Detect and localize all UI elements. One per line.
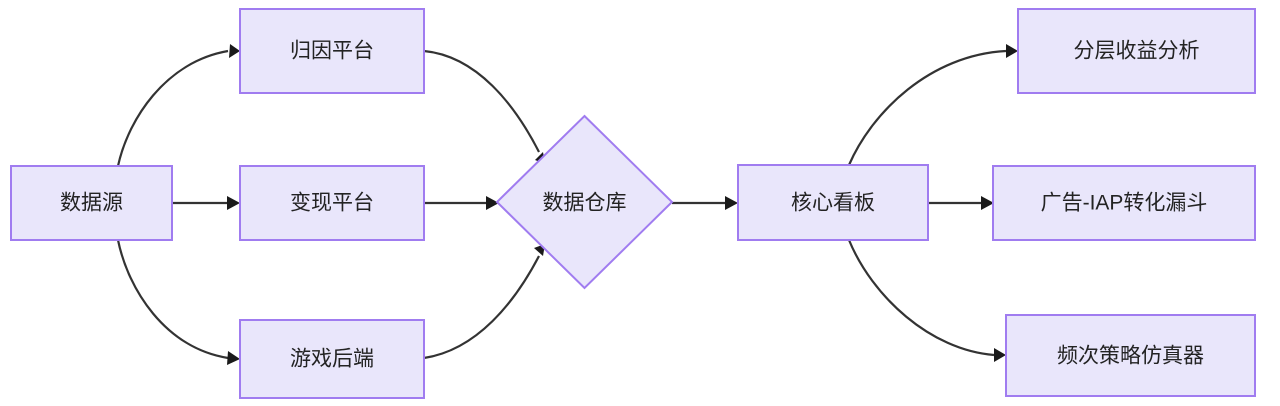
edge-path (423, 49, 540, 153)
node-monetize[interactable]: 变现平台 (239, 165, 425, 241)
edge-arrowhead (1006, 44, 1018, 58)
edge-source-to-attribution (116, 44, 240, 167)
node-label: 游戏后端 (290, 348, 374, 371)
edge-source-to-monetize (172, 196, 240, 210)
edge-dashboard-to-funnel (928, 196, 994, 210)
edge-path (116, 239, 229, 360)
node-shape-rect[interactable] (992, 165, 1256, 241)
node-label: 数据仓库 (543, 192, 627, 215)
node-funnel[interactable]: 广告-IAP转化漏斗 (992, 165, 1256, 241)
node-shape-diamond[interactable] (495, 114, 674, 290)
node-label: 数据源 (60, 192, 123, 215)
edge-dashboard-to-simulator (847, 239, 1006, 362)
node-attribution[interactable]: 归因平台 (239, 8, 425, 94)
node-shape-rect[interactable] (1005, 314, 1256, 397)
edge-arrowhead (994, 348, 1006, 362)
node-dashboard[interactable]: 核心看板 (737, 164, 929, 241)
node-label: 归因平台 (290, 40, 374, 63)
edge-arrowhead (227, 196, 240, 210)
edge-path (847, 239, 995, 357)
node-label: 分层收益分析 (1074, 40, 1200, 63)
edge-attribution-to-warehouse (423, 49, 545, 164)
edge-arrowhead (229, 44, 240, 58)
edge-arrowhead (227, 351, 240, 365)
node-backend[interactable]: 游戏后端 (239, 319, 425, 399)
edge-backend-to-warehouse (423, 244, 545, 360)
node-layer: 数据源 归因平台 变现平台 游戏后端 数据仓库 核心看板 (10, 8, 1256, 399)
node-label: 变现平台 (290, 192, 374, 215)
edge-warehouse-to-dashboard (672, 196, 738, 210)
edge-layer (116, 44, 1018, 365)
edge-path (423, 255, 540, 360)
node-label: 频次策略仿真器 (1057, 345, 1204, 368)
node-shape-rect[interactable] (1017, 8, 1256, 94)
node-shape-rect[interactable] (10, 165, 173, 241)
node-simulator[interactable]: 频次策略仿真器 (1005, 314, 1256, 397)
node-shape-rect[interactable] (239, 165, 425, 241)
edge-arrowhead (981, 196, 994, 210)
edge-path (116, 49, 229, 167)
node-source[interactable]: 数据源 (10, 165, 173, 241)
node-label: 核心看板 (791, 192, 875, 215)
node-warehouse[interactable]: 数据仓库 (495, 114, 674, 290)
node-label: 广告-IAP转化漏斗 (1041, 192, 1208, 215)
edge-path (847, 49, 1007, 166)
node-shape-rect[interactable] (737, 164, 929, 241)
node-shape-rect[interactable] (239, 8, 425, 94)
edge-arrowhead (725, 196, 738, 210)
edge-source-to-backend (116, 239, 240, 365)
edge-monetize-to-warehouse (424, 196, 499, 210)
edge-dashboard-to-tiered (847, 44, 1018, 166)
node-tiered[interactable]: 分层收益分析 (1017, 8, 1256, 94)
edge-arrowhead (486, 196, 499, 210)
node-shape-rect[interactable] (239, 319, 425, 399)
